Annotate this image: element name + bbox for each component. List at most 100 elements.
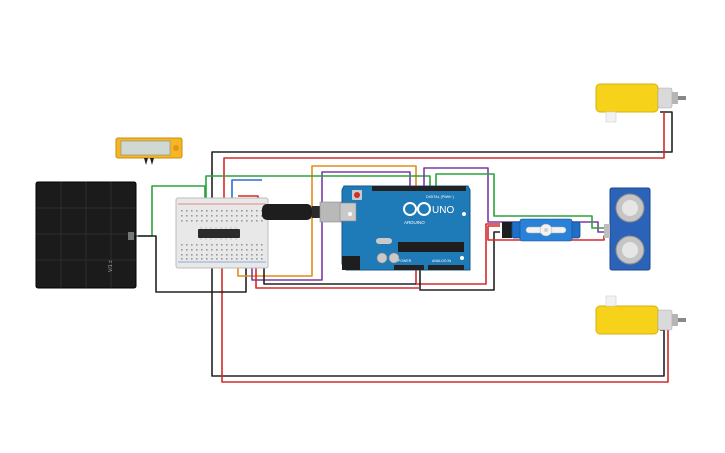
breadboard-hole xyxy=(186,220,188,222)
breadboard-hole xyxy=(226,220,228,222)
breadboard-hole xyxy=(241,258,243,260)
multimeter[interactable] xyxy=(115,137,183,165)
breadboard-holes xyxy=(181,210,263,260)
transducer-top-icon xyxy=(615,193,645,223)
micro-servo[interactable] xyxy=(502,218,581,242)
wire-purple[interactable] xyxy=(251,171,411,281)
breadboard-hole xyxy=(241,215,243,217)
breadboard-hole xyxy=(206,254,208,256)
wire-red-bottom-motor[interactable] xyxy=(221,268,669,383)
solar-panel[interactable]: V/1 ± xyxy=(35,181,137,289)
breadboard-hole xyxy=(231,244,233,246)
breadboard-hole xyxy=(231,210,233,212)
usb-cable[interactable] xyxy=(262,201,353,223)
probe-left-icon xyxy=(144,158,148,165)
breadboard-hole xyxy=(211,244,213,246)
breadboard-hole xyxy=(221,220,223,222)
breadboard-hole xyxy=(191,258,193,260)
breadboard-hole xyxy=(246,215,248,217)
breadboard-hole xyxy=(226,258,228,260)
wire-purple-sensor[interactable] xyxy=(423,167,612,233)
breadboard-hole xyxy=(206,244,208,246)
breadboard-hole xyxy=(206,258,208,260)
capacitor-2 xyxy=(388,252,400,264)
breadboard-hole xyxy=(246,258,248,260)
breadboard-hole xyxy=(186,215,188,217)
breadboard-hole xyxy=(211,249,213,251)
arduino-logo-icon xyxy=(403,202,431,216)
arduino-logo-text: UNO xyxy=(432,205,454,216)
breadboard-hole xyxy=(221,244,223,246)
breadboard-hole xyxy=(191,210,193,212)
usb-port xyxy=(339,202,357,222)
multimeter-knob xyxy=(173,145,179,151)
breadboard-hole xyxy=(216,210,218,212)
breadboard-hole xyxy=(226,215,228,217)
capacitor-1 xyxy=(376,252,388,264)
ultrasonic-sensor[interactable] xyxy=(604,187,651,271)
arduino-uno[interactable]: UNO ARDUINO DIGITAL (PWM~) POWER ANALOG … xyxy=(339,185,471,271)
breadboard-hole xyxy=(181,244,183,246)
breadboard-hole xyxy=(236,220,238,222)
breadboard-hole xyxy=(181,215,183,217)
breadboard-hole xyxy=(256,244,258,246)
breadboard-hole xyxy=(206,249,208,251)
wire-green-arduino[interactable] xyxy=(205,175,431,200)
breadboard-hole xyxy=(251,220,253,222)
breadboard-hole xyxy=(261,249,263,251)
breadboard-hole xyxy=(201,258,203,260)
breadboard-hole xyxy=(211,258,213,260)
wire-orange[interactable] xyxy=(237,165,417,277)
breadboard[interactable] xyxy=(175,197,269,269)
breadboard-hole xyxy=(216,258,218,260)
breadboard-hole xyxy=(221,215,223,217)
breadboard-hole xyxy=(191,215,193,217)
breadboard-hole xyxy=(186,244,188,246)
breadboard-hole xyxy=(206,220,208,222)
breadboard-hole xyxy=(261,210,263,212)
breadboard-hole xyxy=(231,258,233,260)
breadboard-hole xyxy=(201,210,203,212)
motor-driver-ic[interactable] xyxy=(198,227,240,240)
breadboard-hole xyxy=(221,254,223,256)
breadboard-hole xyxy=(236,210,238,212)
wire-red-top-motor[interactable] xyxy=(223,112,665,203)
breadboard-hole xyxy=(251,215,253,217)
digital-header xyxy=(372,186,466,191)
breadboard-hole xyxy=(256,210,258,212)
breadboard-hole xyxy=(256,249,258,251)
power-jack xyxy=(342,256,360,270)
crystal xyxy=(376,238,392,244)
breadboard-hole xyxy=(261,258,263,260)
breadboard-hole xyxy=(226,244,228,246)
servo-horn-icon xyxy=(525,223,567,237)
wire-blue[interactable] xyxy=(231,179,262,200)
breadboard-hole xyxy=(201,220,203,222)
breadboard-hole xyxy=(241,210,243,212)
breadboard-hole xyxy=(201,249,203,251)
breadboard-hole xyxy=(241,244,243,246)
digital-pins-label: DIGITAL (PWM~) xyxy=(426,195,454,199)
breadboard-hole xyxy=(201,244,203,246)
breadboard-hole xyxy=(216,244,218,246)
breadboard-hole xyxy=(206,215,208,217)
arduino-brand-text: ARDUINO xyxy=(404,220,425,225)
breadboard-hole xyxy=(246,220,248,222)
breadboard-hole xyxy=(251,249,253,251)
wire-green-sensor[interactable] xyxy=(435,173,612,229)
wire-black-solar[interactable] xyxy=(138,235,247,293)
analog-header xyxy=(428,265,464,270)
breadboard-hole xyxy=(211,210,213,212)
breadboard-hole xyxy=(231,220,233,222)
breadboard-hole xyxy=(231,249,233,251)
wire-red-power[interactable] xyxy=(415,223,500,285)
wire-black-power[interactable] xyxy=(419,231,500,291)
breadboard-hole xyxy=(241,220,243,222)
breadboard-hole xyxy=(246,254,248,256)
breadboard-hole xyxy=(196,258,198,260)
power-header xyxy=(394,265,424,270)
dc-gear-motor-bottom[interactable] xyxy=(595,295,686,335)
wire-black-top-motor[interactable] xyxy=(211,111,673,203)
dc-gear-motor-top[interactable] xyxy=(595,83,686,123)
